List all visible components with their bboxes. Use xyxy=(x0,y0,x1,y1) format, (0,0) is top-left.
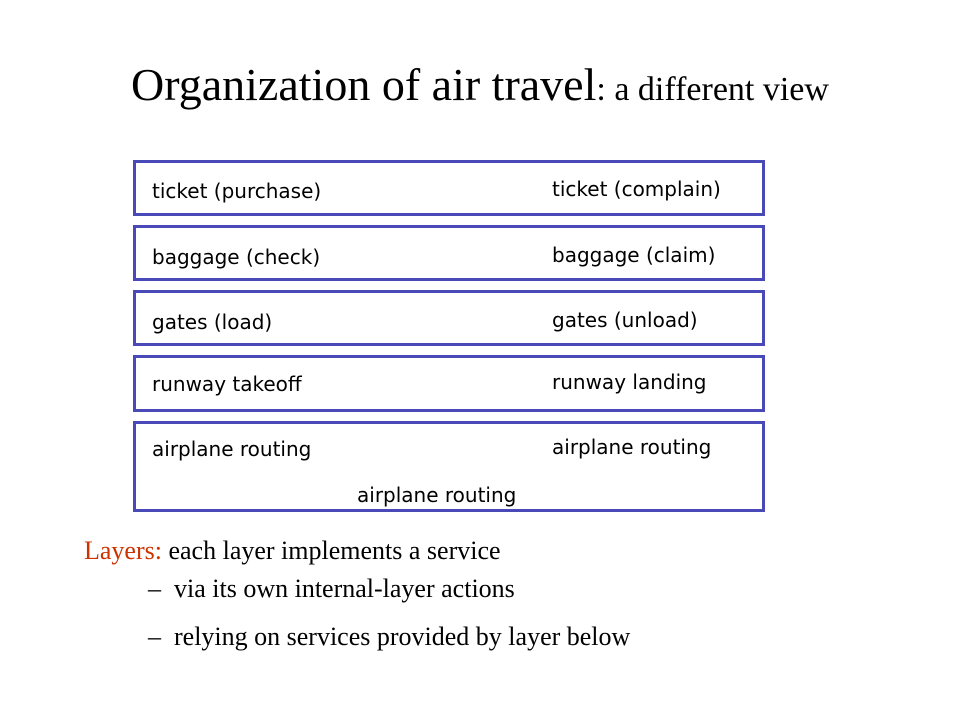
layer-routing-left: airplane routing xyxy=(152,437,312,461)
layer-gates-left: gates (load) xyxy=(152,310,273,334)
slide-title-main: Organization of air travel xyxy=(131,59,597,110)
layer-baggage-right: baggage (claim) xyxy=(552,243,716,267)
bullet-item: –via its own internal-layer actions xyxy=(148,574,515,604)
layers-lead-text: each layer implements a service xyxy=(161,536,501,565)
layers-label: Layers: xyxy=(84,536,162,565)
description-lead: Layers: each layer implements a service xyxy=(84,536,501,566)
slide-title-sub: : a different view xyxy=(596,71,829,108)
layer-ticket: ticket (purchase) ticket (complain) xyxy=(133,160,765,216)
layer-gates-right: gates (unload) xyxy=(552,308,698,332)
bullet-item: –relying on services provided by layer b… xyxy=(148,622,630,652)
layer-baggage: baggage (check) baggage (claim) xyxy=(133,225,765,281)
bullet-text: via its own internal-layer actions xyxy=(174,574,515,603)
layer-routing-center: airplane routing xyxy=(357,483,517,507)
layer-runway-left: runway takeoff xyxy=(152,372,302,396)
bullet-text: relying on services provided by layer be… xyxy=(174,622,631,651)
layer-airplane-routing: airplane routing airplane routing airpla… xyxy=(133,421,765,512)
layer-baggage-left: baggage (check) xyxy=(152,245,321,269)
bullet-dash: – xyxy=(148,622,161,651)
bullet-dash: – xyxy=(148,574,161,603)
layer-routing-right: airplane routing xyxy=(552,435,712,459)
layer-ticket-left: ticket (purchase) xyxy=(152,179,322,203)
slide-title: Organization of air travel: a different … xyxy=(0,58,960,111)
layer-runway-right: runway landing xyxy=(552,370,707,394)
layer-runway: runway takeoff runway landing xyxy=(133,355,765,412)
layer-gates: gates (load) gates (unload) xyxy=(133,290,765,346)
layer-ticket-right: ticket (complain) xyxy=(552,177,721,201)
